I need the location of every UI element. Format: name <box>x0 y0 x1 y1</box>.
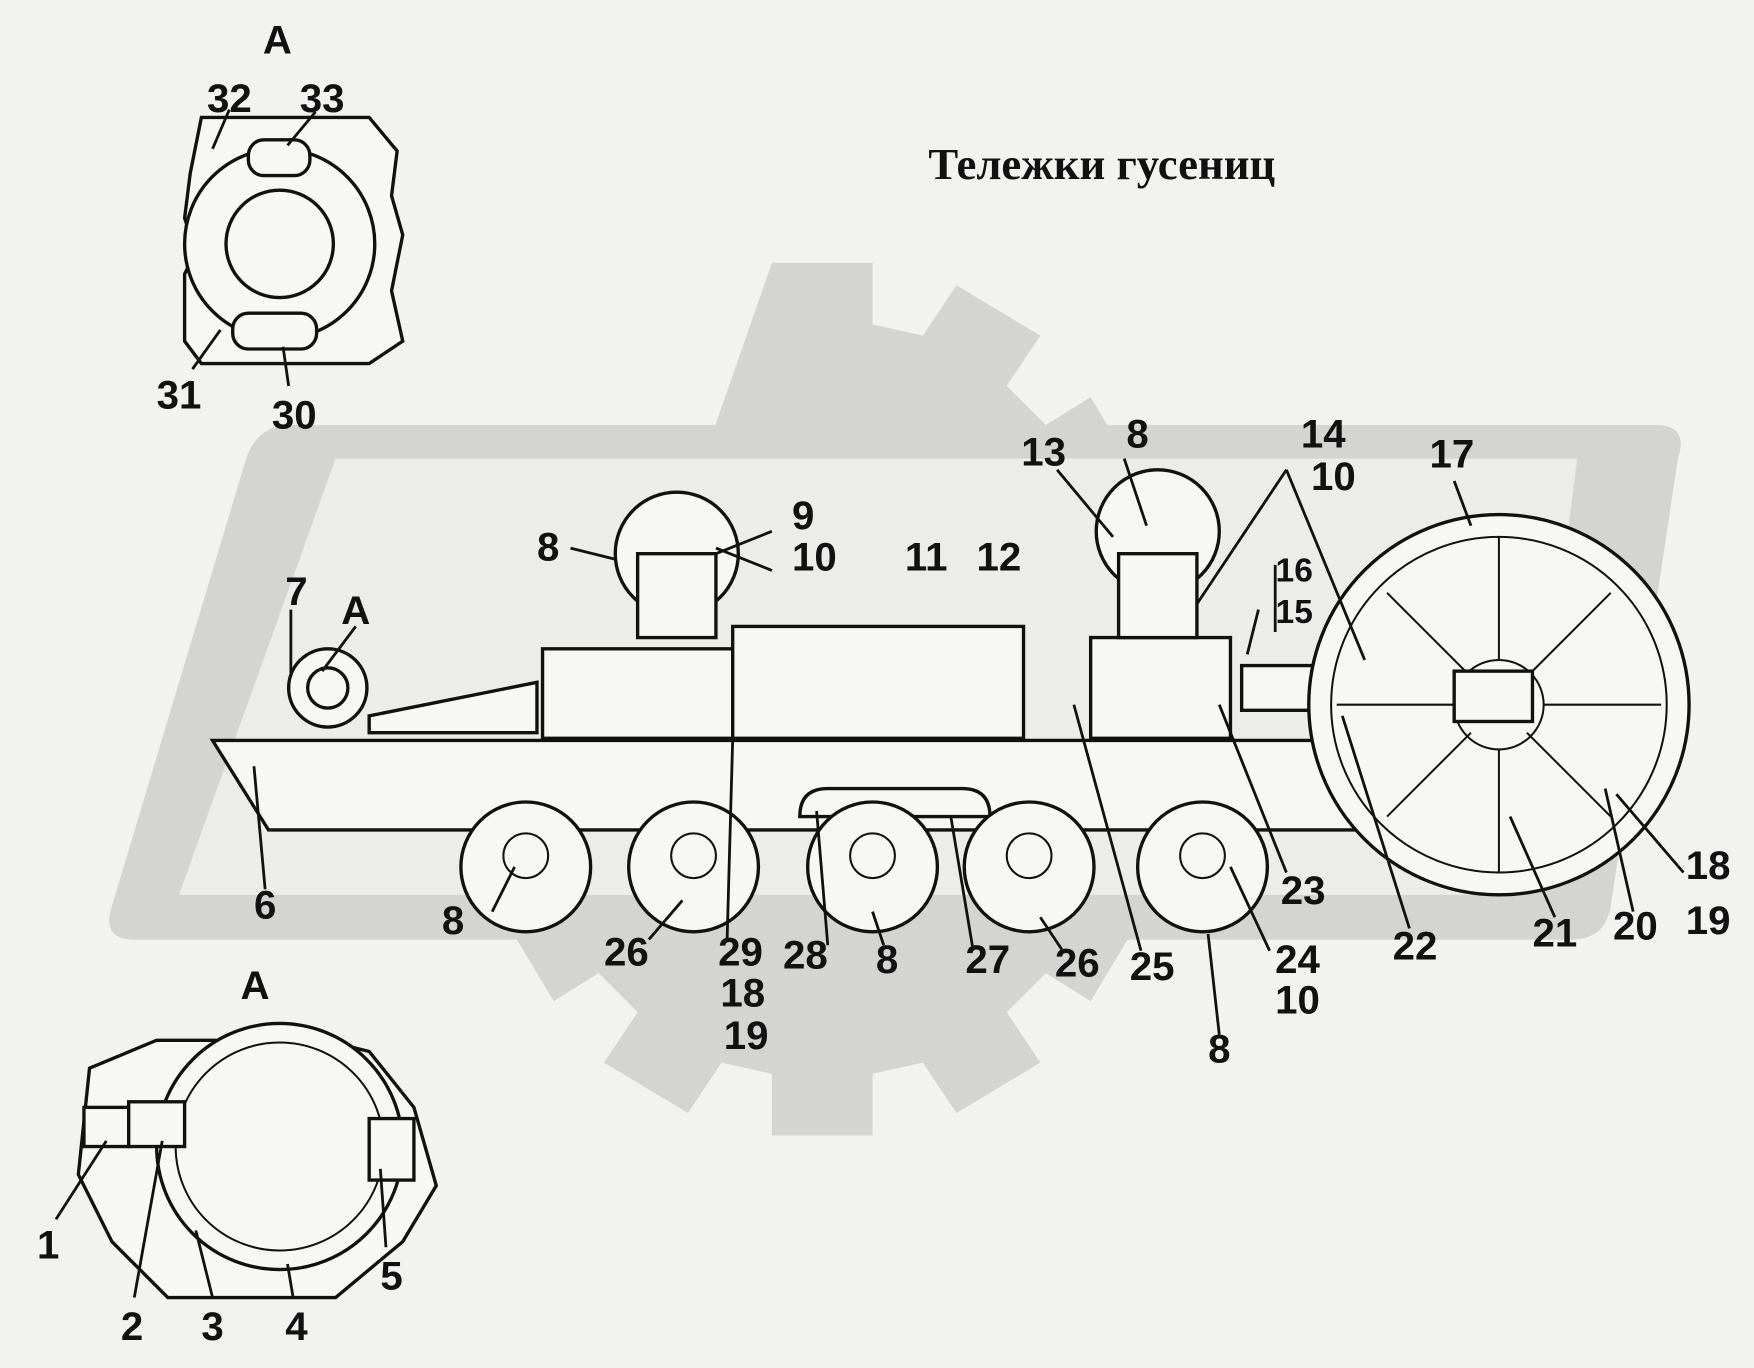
callout-32: 32 <box>207 76 252 121</box>
track-rollers <box>459 800 1270 934</box>
callout-23: 23 <box>1281 868 1326 913</box>
callout-3: 3 <box>201 1304 223 1349</box>
callout-18: 18 <box>720 971 765 1016</box>
callout-26: 26 <box>1055 941 1100 986</box>
callout-8: 8 <box>537 524 559 569</box>
callout-8: 8 <box>442 898 464 943</box>
detail-a-top: А 32 33 31 30 <box>157 18 405 437</box>
callout-15: 15 <box>1276 594 1313 631</box>
view-a-label: А <box>263 18 292 63</box>
callout-19: 19 <box>724 1013 769 1058</box>
callouts: 8 13 14 10 17 9 10 8 11 12 16 15 7 А 6 8… <box>254 411 1731 1071</box>
callout-19: 19 <box>1686 898 1731 943</box>
callout-2: 2 <box>121 1304 143 1349</box>
callout-29: 29 <box>718 929 763 974</box>
callout-4: 4 <box>285 1304 308 1349</box>
callout-17: 17 <box>1430 432 1475 477</box>
callout-33: 33 <box>300 76 345 121</box>
callout-16: 16 <box>1276 553 1313 590</box>
callout-14: 14 <box>1301 411 1346 456</box>
callout-8: 8 <box>876 937 898 982</box>
callout-18: 18 <box>1686 843 1731 888</box>
view-a-label: А <box>241 963 270 1008</box>
callout-12: 12 <box>977 534 1022 579</box>
callout-30: 30 <box>272 392 317 437</box>
callout-11: 11 <box>905 534 948 579</box>
callout-25: 25 <box>1130 944 1175 989</box>
callout-5: 5 <box>380 1254 402 1299</box>
callout-26: 26 <box>604 929 649 974</box>
leader-lines <box>252 458 1685 1035</box>
callout-10: 10 <box>1275 977 1320 1022</box>
callout-6: 6 <box>254 882 276 927</box>
callout-7: 7 <box>285 569 307 614</box>
callout-8: 8 <box>1208 1027 1230 1072</box>
callout-8: 8 <box>1126 411 1148 456</box>
diagram-title: Тележки гусениц <box>928 139 1275 189</box>
callout-9: 9 <box>792 493 814 538</box>
callout-10: 10 <box>1311 454 1356 499</box>
callout-21: 21 <box>1532 910 1577 955</box>
callout-28: 28 <box>783 933 828 978</box>
detail-a-bottom: А 1 2 3 4 5 <box>37 963 439 1349</box>
bogie-assembly <box>209 468 1691 934</box>
callout-a: А <box>341 588 370 633</box>
callout-20: 20 <box>1613 904 1658 949</box>
callout-13: 13 <box>1021 429 1066 474</box>
callout-10: 10 <box>792 534 837 579</box>
callout-22: 22 <box>1393 924 1438 969</box>
callout-24: 24 <box>1275 937 1320 982</box>
callout-31: 31 <box>157 372 202 417</box>
callout-27: 27 <box>965 937 1010 982</box>
callout-1: 1 <box>37 1222 59 1267</box>
